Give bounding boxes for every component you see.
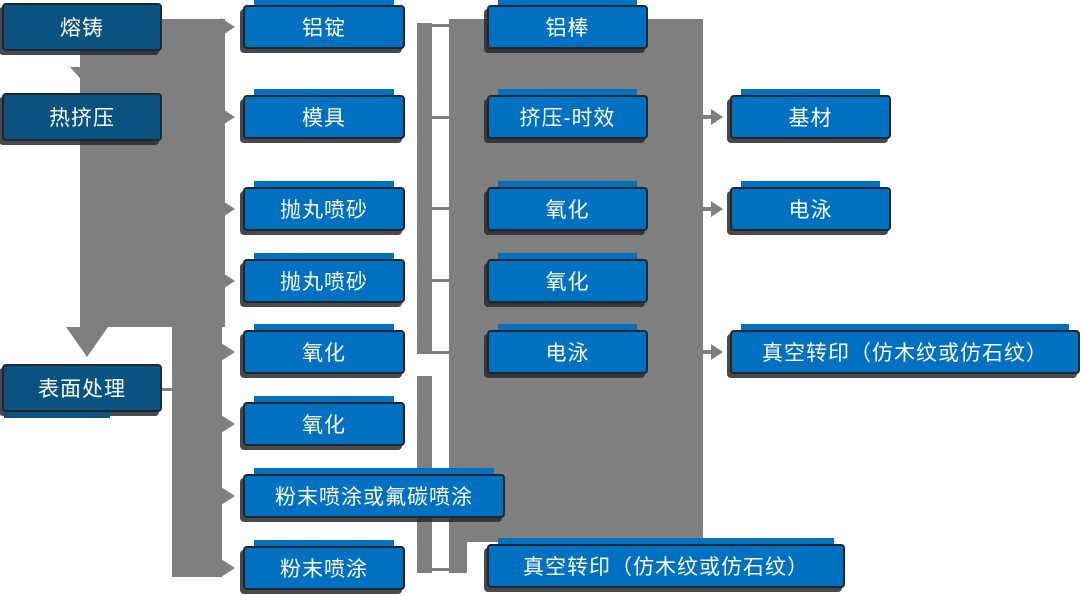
node-mold: 模具 (243, 89, 405, 139)
arrow-right-icon (221, 487, 235, 505)
arrow-right-icon (711, 201, 723, 217)
arrow-right-icon (221, 18, 235, 36)
connector-stub (432, 116, 449, 119)
arrow-right-icon (711, 109, 723, 125)
node-shot-blasting-2: 抛丸喷砂 (243, 253, 405, 303)
arrow-right-icon (221, 108, 235, 126)
node-powder-or-fluorocarbon-coating: 粉末喷涂或氟碳喷涂 (243, 468, 505, 518)
connector-surface-treatment-link (160, 388, 172, 391)
stage-hot-extrusion: 热挤压 (2, 93, 162, 141)
arrow-right-icon (221, 272, 235, 290)
node-base-material: 基材 (730, 89, 891, 139)
connector-left-lower-rail (172, 327, 222, 577)
connector-mid-rail-upper (417, 23, 432, 354)
node-oxidation-4: 氧化 (487, 253, 648, 303)
connector-bottom-drop (449, 542, 467, 573)
stage-melting-casting: 熔铸 (2, 3, 162, 51)
connector-left-trunk (80, 19, 225, 327)
connector-stub (432, 568, 449, 571)
node-shot-blasting-1: 抛丸喷砂 (243, 181, 405, 231)
node-vacuum-transfer-right: 真空转印（仿木纹或仿石纹） (730, 324, 1080, 374)
node-oxidation-2: 氧化 (243, 396, 405, 446)
node-oxidation-3: 氧化 (487, 181, 648, 231)
node-powder-coating: 粉末喷涂 (243, 540, 405, 590)
arrow-tail (703, 207, 712, 211)
node-electrophoresis-2: 电泳 (730, 181, 891, 231)
node-electrophoresis-1: 电泳 (487, 324, 648, 374)
arrow-right-icon (711, 344, 723, 360)
arrow-right-icon (221, 343, 235, 361)
node-aluminum-ingot: 铝锭 (243, 0, 405, 49)
arrow-down-to-surface-treatment-icon (66, 327, 108, 357)
arrow-right-icon (221, 559, 235, 577)
arrow-tail (703, 350, 712, 354)
connector-stub (432, 207, 449, 210)
node-oxidation-1: 氧化 (243, 324, 405, 374)
arrow-right-icon (221, 415, 235, 433)
arrow-right-icon (221, 200, 235, 218)
connector-stub (432, 24, 449, 27)
stage-surface-treatment: 表面处理 (2, 364, 162, 418)
connector-stub (432, 279, 449, 282)
connector-stub (432, 351, 449, 354)
node-aluminum-rod: 铝棒 (487, 0, 648, 49)
arrow-down-to-hot-extrusion-icon (70, 67, 102, 85)
arrow-tail (703, 115, 712, 119)
node-extrusion-aging: 挤压-时效 (487, 89, 648, 139)
node-vacuum-transfer-bottom: 真空转印（仿木纹或仿石纹） (487, 538, 845, 588)
